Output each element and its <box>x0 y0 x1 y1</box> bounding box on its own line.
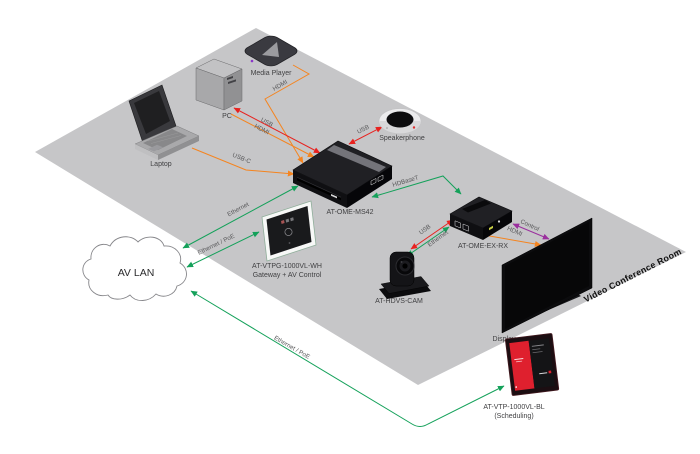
speakerphone-label: Speakerphone <box>379 135 425 142</box>
pc-label: PC <box>222 113 232 120</box>
laptop-key-row <box>147 132 179 142</box>
av-lan-label: AV LAN <box>118 267 155 279</box>
switcher-front-slot <box>297 178 341 201</box>
laptop-screen-panel <box>134 91 170 134</box>
speakerphone-led <box>412 126 416 129</box>
laptop-key-row <box>150 135 182 144</box>
receiver-vent <box>462 200 491 213</box>
switcher-label: AT-OME-MS42 <box>327 209 374 216</box>
camera-label: AT-HDVS-CAM <box>375 298 423 305</box>
device-speakerphone: Speakerphone <box>378 108 425 142</box>
scheduling-panel-info-black <box>528 338 555 389</box>
device-scheduling-panel: AT-VTP-1000VL-BL (Scheduling) <box>483 333 560 420</box>
laptop-base-side <box>158 136 199 160</box>
device-laptop: Laptop <box>128 84 200 168</box>
switcher-port <box>370 177 377 186</box>
camera-lens-glint <box>400 261 403 263</box>
switcher-port <box>377 174 384 182</box>
switcher-slot-highlight <box>296 176 342 198</box>
speakerphone-button <box>386 127 388 129</box>
av-lan-cloud: AV LAN <box>82 236 187 301</box>
scheduling-panel-text-line <box>531 344 544 347</box>
scheduling-panel-logo <box>539 372 548 375</box>
receiver-port <box>462 223 469 232</box>
switcher-front-badge <box>331 194 337 199</box>
scheduling-panel-text-line <box>532 348 541 351</box>
laptop-base-front <box>135 144 158 160</box>
device-camera: AT-HDVS-CAM <box>375 251 431 305</box>
laptop-keyboard <box>143 129 187 150</box>
switcher-top-stripe <box>327 145 386 172</box>
receiver-port <box>454 220 461 229</box>
pc-vents <box>228 79 236 84</box>
control-panel-screen <box>266 206 312 256</box>
laptop-label: Laptop <box>150 161 172 168</box>
receiver-connector <box>489 225 493 231</box>
device-control-panel: AT-VTPG-1000VL-WH Gateway + AV Control <box>252 200 322 279</box>
scheduling-panel-text-line <box>532 351 543 354</box>
media-player-icon <box>244 35 298 67</box>
control-panel-tile <box>281 220 285 224</box>
display-panel <box>505 222 589 329</box>
device-pc: PC <box>195 58 243 120</box>
receiver-jack <box>497 220 501 223</box>
scheduling-panel-logo-mark <box>548 370 552 374</box>
room-plane <box>35 28 686 385</box>
speakerphone-mic <box>386 111 414 128</box>
scheduling-panel-text-line <box>514 358 524 361</box>
device-display: Display <box>493 217 593 343</box>
scheduling-panel-status-red <box>509 340 535 391</box>
control-panel-home-dot <box>288 242 291 244</box>
control-panel-dial <box>284 228 293 236</box>
media-player-label: Media Player <box>251 70 293 77</box>
media-player-led <box>250 59 254 63</box>
receiver-side <box>483 211 512 240</box>
camera-lens-pupil <box>402 263 408 269</box>
pc-ports <box>227 76 233 80</box>
scheduling-panel-dot <box>515 386 517 388</box>
scheduling-panel-text-line <box>516 360 523 363</box>
connection-label: Ethernet / PoE <box>273 335 311 361</box>
device-media-player: Media Player <box>244 35 298 77</box>
scheduling-panel-label: AT-VTP-1000VL-BL <box>483 404 544 411</box>
receiver-label: AT-OME-EX-RX <box>458 243 508 250</box>
laptop-touchpad <box>148 144 163 152</box>
device-receiver: AT-OME-EX-RX <box>449 196 513 250</box>
scheduling-panel-sublabel: (Scheduling) <box>494 413 533 420</box>
display-label: Display <box>493 336 516 343</box>
device-switcher: AT-OME-MS42 <box>292 140 393 216</box>
control-panel-tile <box>285 218 290 223</box>
control-panel-label: AT-VTPG-1000VL-WH <box>252 263 322 270</box>
control-panel-tile <box>290 217 294 222</box>
control-panel-sublabel: Gateway + AV Control <box>253 272 322 279</box>
scheduling-panel-icon <box>505 333 560 396</box>
